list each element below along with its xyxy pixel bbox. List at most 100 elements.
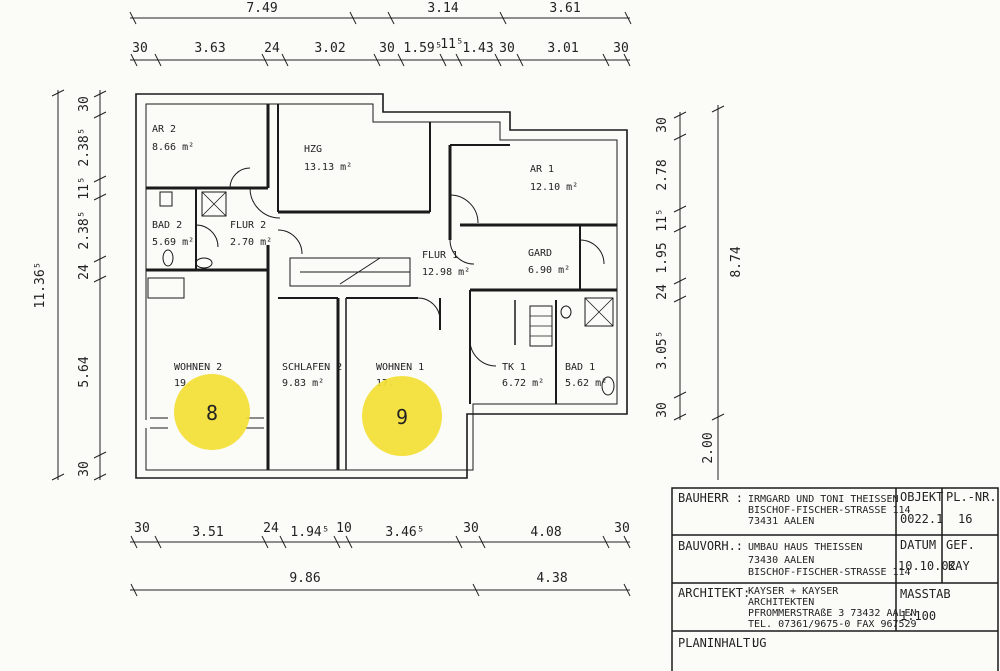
dim-top2-10: 30 <box>613 41 629 56</box>
unit-marker-9-label: 9 <box>396 405 408 429</box>
dim-right-3: 1.95 <box>655 242 670 273</box>
dim-left-6: 30 <box>77 461 92 477</box>
gef-value: KAY <box>948 559 970 573</box>
dim-right-6: 30 <box>655 402 670 418</box>
room-tk1-area: 6.72 m² <box>502 378 544 389</box>
dim-top2-0: 30 <box>132 41 148 56</box>
bauvorh-line-1: UMBAU HAUS THEISSEN <box>748 542 863 553</box>
dim-top2-7: 1.43 <box>462 41 493 56</box>
dim-top2-2: 24 <box>264 41 280 56</box>
room-gard-name: GARD <box>528 248 552 259</box>
room-labels: AR 2 8.66 m² HZG 13.13 m² AR 1 12.10 m² … <box>152 124 607 389</box>
dim-right-0: 30 <box>655 117 670 133</box>
architekt-label: ARCHITEKT: <box>678 586 751 600</box>
room-flur2-name: FLUR 2 <box>230 220 266 231</box>
dim-top2-5: 1.59⁵ <box>403 41 442 56</box>
masstab-label: MASSTAB <box>900 587 951 601</box>
unit-marker-8 <box>174 374 250 450</box>
dim-left-5: 5.64 <box>77 356 92 387</box>
room-tk1-name: TK 1 <box>502 362 526 373</box>
room-bad2-area: 5.69 m² <box>152 237 194 248</box>
dim-right-total: 8.74 <box>729 246 744 277</box>
room-bad1-area: 5.62 m² <box>565 378 607 389</box>
room-wohnen2-name: WOHNEN 2 <box>174 362 222 373</box>
titleblock-grid <box>671 487 999 671</box>
dim-right-4: 24 <box>655 284 670 300</box>
unit-marker-9 <box>362 376 442 456</box>
dim-top2-6: 11⁵ <box>440 37 463 52</box>
room-ar2-name: AR 2 <box>152 124 176 135</box>
planinhalt-label: PLANINHALT: <box>678 636 758 650</box>
dim-top1-2: 3.61 <box>549 1 580 16</box>
architekt-line-2: ARCHITEKTEN <box>748 597 815 608</box>
room-flur1-area: 12.98 m² <box>422 267 470 278</box>
room-ar1-area: 12.10 m² <box>530 182 578 193</box>
room-hzg-area: 13.13 m² <box>304 162 352 173</box>
plnr-value: 16 <box>958 512 973 526</box>
dimension-labels: 7.49 3.14 3.61 30 3.63 24 3.02 30 1.59⁵ … <box>132 1 630 586</box>
dim-bottom1-8: 30 <box>614 521 630 536</box>
dim-right-2: 11⁵ <box>655 208 670 231</box>
dim-left-3: 2.38⁵ <box>77 210 92 249</box>
room-ar2-area: 8.66 m² <box>152 142 194 153</box>
room-wohnen2-area: 19. <box>174 378 192 389</box>
dimension-lines <box>51 11 725 597</box>
architekt-line-4: TEL. 07361/9675-0 FAX 967529 <box>748 619 917 630</box>
room-bad1-name: BAD 1 <box>565 362 595 373</box>
dim-bottom1-5: 3.46⁵ <box>385 525 424 540</box>
dim-left-total: 11.36⁵ <box>33 262 48 309</box>
dim-left-0: 30 <box>77 96 92 112</box>
room-bad2-name: BAD 2 <box>152 220 182 231</box>
gef-label: GEF. <box>946 538 975 552</box>
room-schlafen2-name: SCHLAFEN 2 <box>282 362 342 373</box>
dim-bottom1-4: 10 <box>336 521 352 536</box>
dim-right-5: 3.05⁵ <box>655 330 670 369</box>
room-hzg-name: HZG <box>304 144 322 155</box>
plnr-label: PL.-NR. <box>946 490 997 504</box>
dim-bottom1-7: 4.08 <box>530 525 561 540</box>
objekt-label: OBJEKT <box>900 490 944 504</box>
objekt-value: 0022.1 <box>900 512 944 526</box>
dim-bottom1-2: 24 <box>263 521 279 536</box>
room-flur2-area: 2.70 m² <box>230 237 272 248</box>
bauvorh-line-2: 73430 AALEN <box>748 555 815 566</box>
vertical-dimension-labels: 11.36⁵ 30 2.38⁵ 11⁵ 2.38⁵ 24 5.64 30 30 … <box>33 96 744 477</box>
bauherr-line-1: IRMGARD UND TONI THEISSEN <box>748 494 899 505</box>
room-wohnen1-name: WOHNEN 1 <box>376 362 424 373</box>
architekt-line-1: KAYSER + KAYSER <box>748 586 839 597</box>
dim-top2-8: 30 <box>499 41 515 56</box>
walls <box>135 93 628 479</box>
datum-value: 10.10.02 <box>898 559 956 573</box>
dim-left-2: 11⁵ <box>77 176 92 199</box>
unit-markers: 8 9 <box>174 374 442 456</box>
dim-top2-9: 3.01 <box>547 41 578 56</box>
bauvorh-label: BAUVORH.: <box>678 539 744 553</box>
dim-top1-1: 3.14 <box>427 1 458 16</box>
room-gard-area: 6.90 m² <box>528 265 570 276</box>
dim-top2-4: 30 <box>379 41 395 56</box>
dim-left-1: 2.38⁵ <box>77 127 92 166</box>
bauherr-label: BAUHERR : <box>678 491 744 505</box>
dim-bottom2-1: 4.38 <box>536 571 567 586</box>
dim-top1-0: 7.49 <box>246 1 277 16</box>
dim-top2-1: 3.63 <box>194 41 225 56</box>
room-flur1-name: FLUR 1 <box>422 250 458 261</box>
architekt-line-3: PFROMMERSTRAßE 3 73432 AALEN <box>748 608 917 619</box>
dim-bottom1-3: 1.94⁵ <box>290 525 329 540</box>
dim-bottom2-0: 9.86 <box>289 571 320 586</box>
room-ar1-name: AR 1 <box>530 164 554 175</box>
dim-bottom1-6: 30 <box>463 521 479 536</box>
bauvorh-line-3: BISCHOF-FISCHER-STRASSE 114 <box>748 567 911 578</box>
unit-marker-8-label: 8 <box>206 401 218 425</box>
bauherr-line-2: BISCHOF-FISCHER-STRASSE 114 <box>748 505 911 516</box>
dim-right-1: 2.78 <box>655 159 670 190</box>
masstab-value: 1:100 <box>900 609 937 623</box>
dim-right-lower: 2.00 <box>701 432 716 463</box>
planinhalt-value: UG <box>752 636 767 650</box>
dim-top2-3: 3.02 <box>314 41 345 56</box>
datum-label: DATUM <box>900 538 937 552</box>
dim-bottom1-1: 3.51 <box>192 525 223 540</box>
dim-left-4: 24 <box>77 264 92 280</box>
